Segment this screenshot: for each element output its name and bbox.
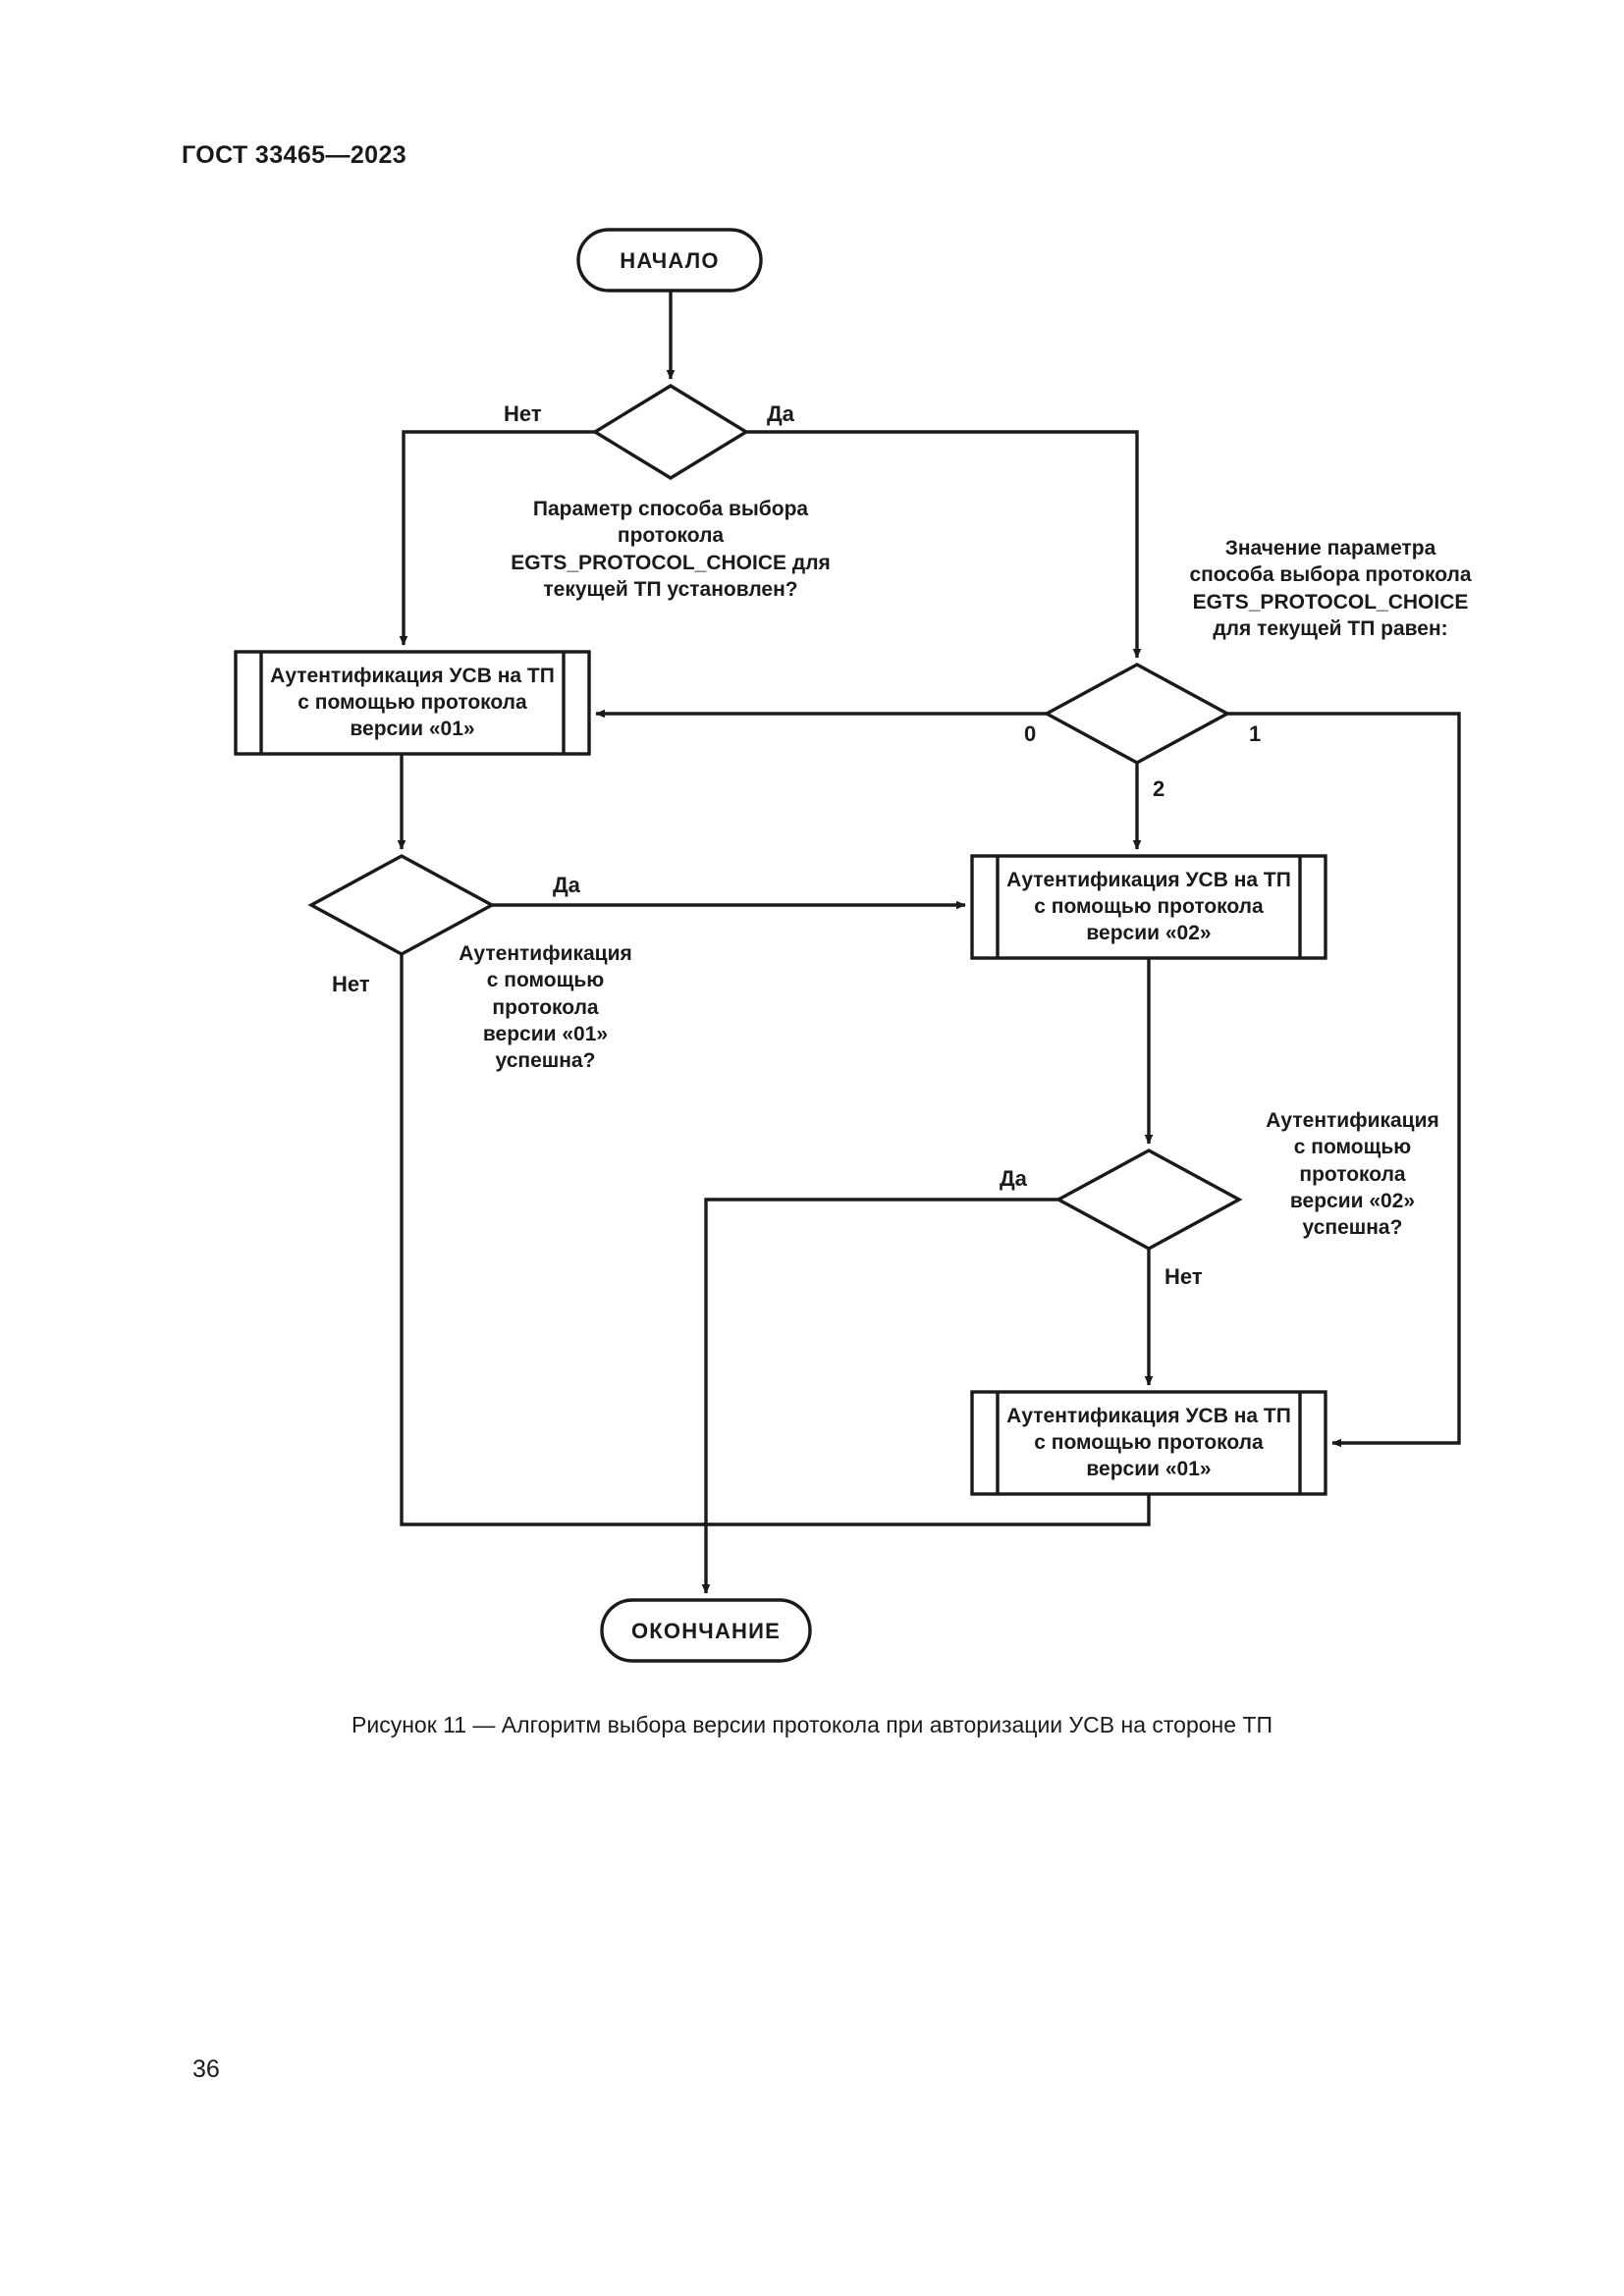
edge-d3-no-to-end xyxy=(400,954,706,1526)
node-auth01b-label: Аутентификация УСВ на ТП с помощью прото… xyxy=(1006,1405,1291,1480)
node-end-label: ОКОНЧАНИЕ xyxy=(630,1619,782,1643)
node-auth01a-label: Аутентификация УСВ на ТП с помощью прото… xyxy=(270,665,555,740)
node-end-shape xyxy=(600,1598,812,1663)
edge-label-d4-no: Нет xyxy=(1164,1264,1203,1289)
edge-d1-yes-to-d2 xyxy=(746,430,1142,659)
edge-auth01b-to-end xyxy=(706,1494,1151,1526)
edge-label-d3-yes: Да xyxy=(553,873,580,897)
edge-d2-one-to-auth01b xyxy=(1227,712,1461,1448)
standard-header: ГОСТ 33465—2023 xyxy=(182,141,407,169)
node-decision-4-shape xyxy=(1055,1148,1243,1251)
edge-label-d2-zero: 0 xyxy=(1024,721,1037,746)
edge-label-d3-no: Нет xyxy=(332,972,370,996)
node-decision-4-label: Аутентификация с помощью протокола верси… xyxy=(1266,1109,1439,1240)
edge-label-d2-one: 1 xyxy=(1249,721,1262,746)
edge-label-d4-yes: Да xyxy=(1000,1166,1027,1191)
edge-label-d1-no: Нет xyxy=(504,401,542,426)
edge-d1-no-to-auth01a xyxy=(399,430,595,646)
node-auth02-label: Аутентификация УСВ на ТП с помощью прото… xyxy=(1006,869,1291,944)
node-decision-3-shape xyxy=(307,854,496,956)
edge-label-d2-two: 2 xyxy=(1153,776,1165,801)
node-auth01a-shape xyxy=(234,650,591,756)
node-decision-2-shape xyxy=(1043,663,1231,765)
page-number: 36 xyxy=(192,2056,220,2083)
node-decision-1-shape xyxy=(591,384,750,480)
node-decision-2-label: Значение параметра способа выбора проток… xyxy=(1189,537,1472,640)
edge-d4-yes-to-end xyxy=(704,1198,1058,1524)
node-decision-3-label: Аутентификация с помощью протокола верси… xyxy=(459,942,632,1073)
edge-label-d1-yes: Да xyxy=(767,401,794,426)
node-start-label: НАЧАЛО xyxy=(620,248,720,273)
node-decision-1-label: Параметр способа выбора протокола EGTS_P… xyxy=(511,498,831,601)
figure-caption: Рисунок 11 — Алгоритм выбора версии прот… xyxy=(352,1712,1272,1737)
